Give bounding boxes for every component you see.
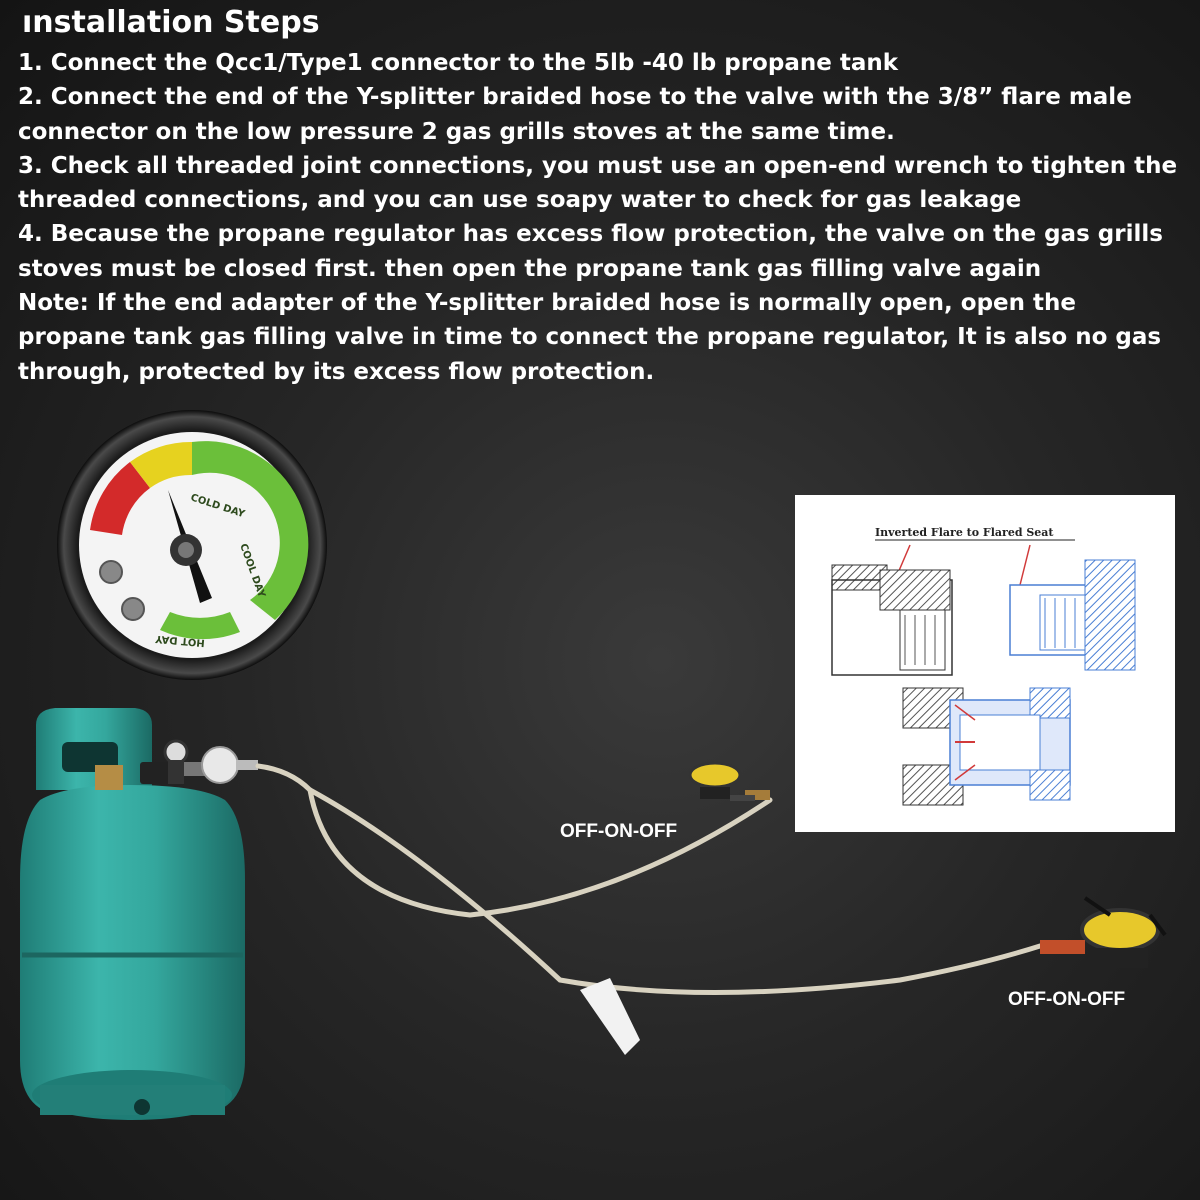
- installation-instructions: ınstallation Steps 1. Connect the Qcc1/T…: [18, 4, 1196, 389]
- valve-2-label: OFF-ON-OFF: [1008, 989, 1125, 1010]
- flare-assembled-view: [902, 687, 1071, 806]
- propane-tank: [20, 708, 245, 1120]
- instruction-line: stoves must be closed first. then open t…: [18, 255, 1042, 282]
- hose-tag: [580, 978, 640, 1055]
- instruction-line: threaded connections, and you can use so…: [18, 187, 1022, 214]
- y-splitter-hose: [255, 763, 1043, 995]
- grill-valve-1: [688, 761, 770, 801]
- valve-1-label: OFF-ON-OFF: [560, 821, 677, 842]
- diagram-title: Inverted Flare to Flared Seat: [875, 526, 1054, 539]
- flare-fitting-part: [1009, 559, 1136, 671]
- instruction-line: 4. Because the propane regulator has exc…: [18, 221, 1163, 248]
- flare-diagram: Inverted Flare to Flared Seat: [795, 495, 1175, 832]
- regulator: [140, 739, 258, 784]
- gauge-zone-hot: HOT DAY: [154, 633, 205, 648]
- page-title: ınstallation Steps: [22, 5, 320, 40]
- instruction-line: 1. Connect the Qcc1/Type1 connector to t…: [18, 50, 899, 76]
- instruction-line: 2. Connect the end of the Y-splitter bra…: [18, 84, 1132, 111]
- instruction-line: propane tank gas filling valve in time t…: [18, 324, 1162, 351]
- instruction-line: through, protected by its excess flow pr…: [18, 358, 655, 385]
- instruction-line: connector on the low pressure 2 gas gril…: [18, 118, 895, 145]
- grill-valve-2: [1040, 896, 1167, 968]
- gauge-yellow-zone: [130, 441, 192, 488]
- flare-nut-part: [831, 564, 953, 676]
- instruction-line: Note: If the end adapter of the Y-splitt…: [18, 290, 1076, 317]
- pressure-gauge: COLD DAY COOL DAY HOT DAY: [57, 410, 327, 680]
- gauge-red-zone: [90, 462, 150, 535]
- instruction-line: 3. Check all threaded joint connections,…: [18, 152, 1178, 179]
- gauge-green-zone: [192, 441, 309, 620]
